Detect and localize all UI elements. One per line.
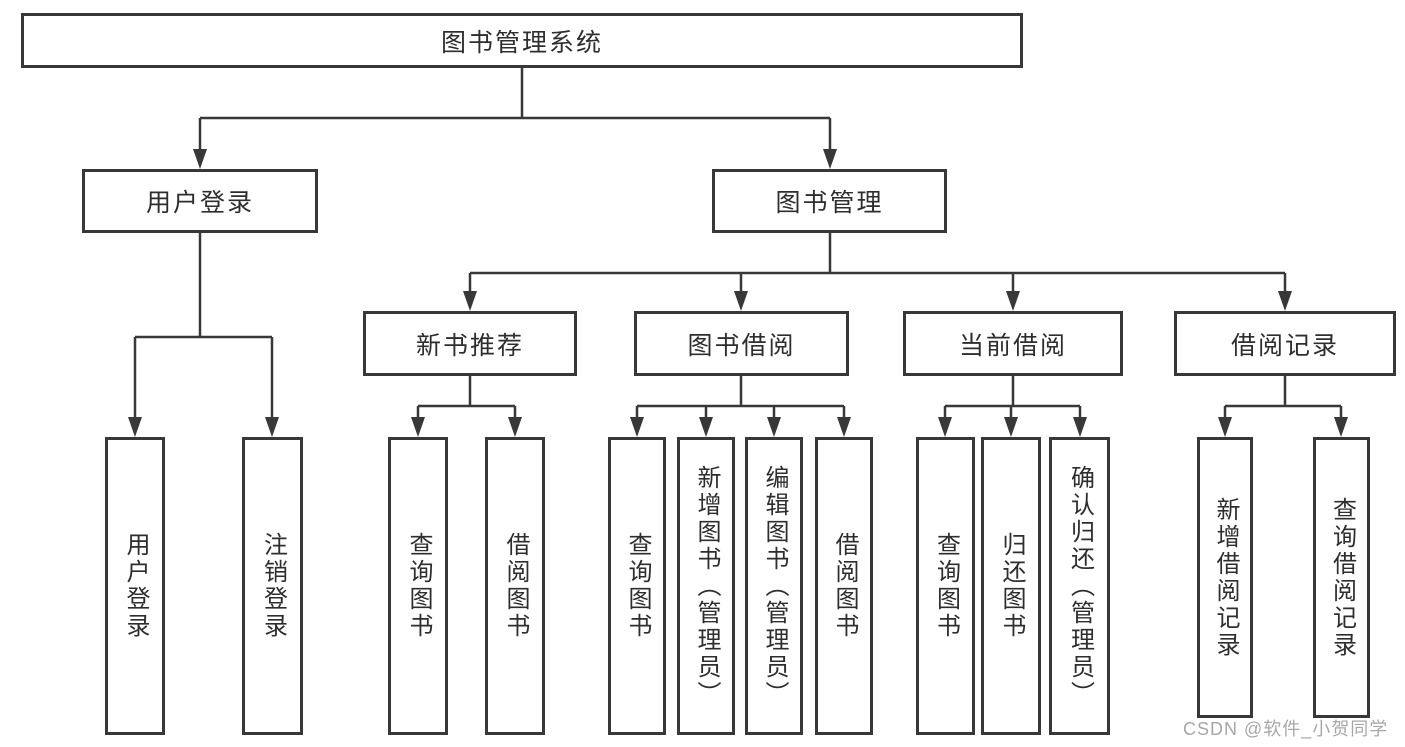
arrowhead-icon: [1006, 291, 1020, 311]
node-leaf-return-book: 归还图书: [981, 437, 1041, 735]
node-book-management: 图书管理: [712, 169, 947, 233]
connector-path: [943, 376, 1082, 420]
node-leaf-user-login: 用户登录: [105, 437, 165, 735]
node-leaf-query-book-2: 查询图书: [608, 437, 666, 735]
connector-path: [198, 68, 832, 152]
csdn-watermark: CSDN @软件_小贺同学: [1183, 719, 1389, 739]
node-leaf-query-book-3: 查询图书: [916, 437, 975, 735]
arrowhead-icon: [1278, 291, 1292, 311]
arrowhead-icon: [411, 417, 425, 437]
node-leaf-logout: 注销登录: [242, 437, 303, 735]
arrowhead-icon: [823, 149, 837, 169]
connector-book-borrow-children: [630, 376, 851, 437]
node-leaf-borrow-book-2: 借阅图书: [815, 437, 873, 735]
arrowhead-icon: [265, 417, 279, 437]
connector-path: [635, 376, 846, 420]
node-leaf-edit-book-admin: 编辑图书（管理员）: [745, 437, 803, 735]
connector-path: [1223, 376, 1343, 420]
connector-new-book-children: [411, 376, 522, 437]
arrowhead-icon: [193, 149, 207, 169]
arrowhead-icon: [508, 417, 522, 437]
connector-book-management-children: [463, 233, 1292, 311]
arrowhead-icon: [734, 291, 748, 311]
arrowhead-icon: [463, 291, 477, 311]
node-leaf-add-borrow-record: 新增借阅记录: [1197, 437, 1253, 718]
connector-user-login-children: [128, 233, 279, 437]
node-user-login: 用户登录: [82, 169, 318, 233]
arrowhead-icon: [1334, 417, 1348, 437]
arrowhead-icon: [699, 417, 713, 437]
node-current-borrow: 当前借阅: [903, 311, 1123, 376]
arrowhead-icon: [837, 417, 851, 437]
connector-path: [416, 376, 517, 420]
connector-path: [133, 233, 274, 420]
node-leaf-add-book-admin: 新增图书（管理员）: [677, 437, 735, 735]
connector-path: [468, 233, 1287, 294]
arrowhead-icon: [767, 417, 781, 437]
node-leaf-confirm-return-admin: 确认归还（管理员）: [1049, 437, 1110, 735]
arrowhead-icon: [1004, 417, 1018, 437]
connector-current-borrow-children: [938, 376, 1087, 437]
arrowhead-icon: [128, 417, 142, 437]
arrowhead-icon: [1073, 417, 1087, 437]
node-borrow-record: 借阅记录: [1174, 311, 1396, 376]
arrowhead-icon: [630, 417, 644, 437]
arrowhead-icon: [1218, 417, 1232, 437]
node-leaf-query-book-1: 查询图书: [388, 437, 448, 735]
connector-root-to-level2: [193, 68, 837, 169]
arrowhead-icon: [938, 417, 952, 437]
node-leaf-query-borrow-record: 查询借阅记录: [1313, 437, 1370, 718]
node-new-book-recommend: 新书推荐: [363, 311, 577, 376]
node-leaf-borrow-book-1: 借阅图书: [485, 437, 545, 735]
connector-borrow-record-children: [1218, 376, 1348, 437]
node-book-borrow: 图书借阅: [634, 311, 849, 376]
node-library-management-system: 图书管理系统: [21, 13, 1023, 68]
